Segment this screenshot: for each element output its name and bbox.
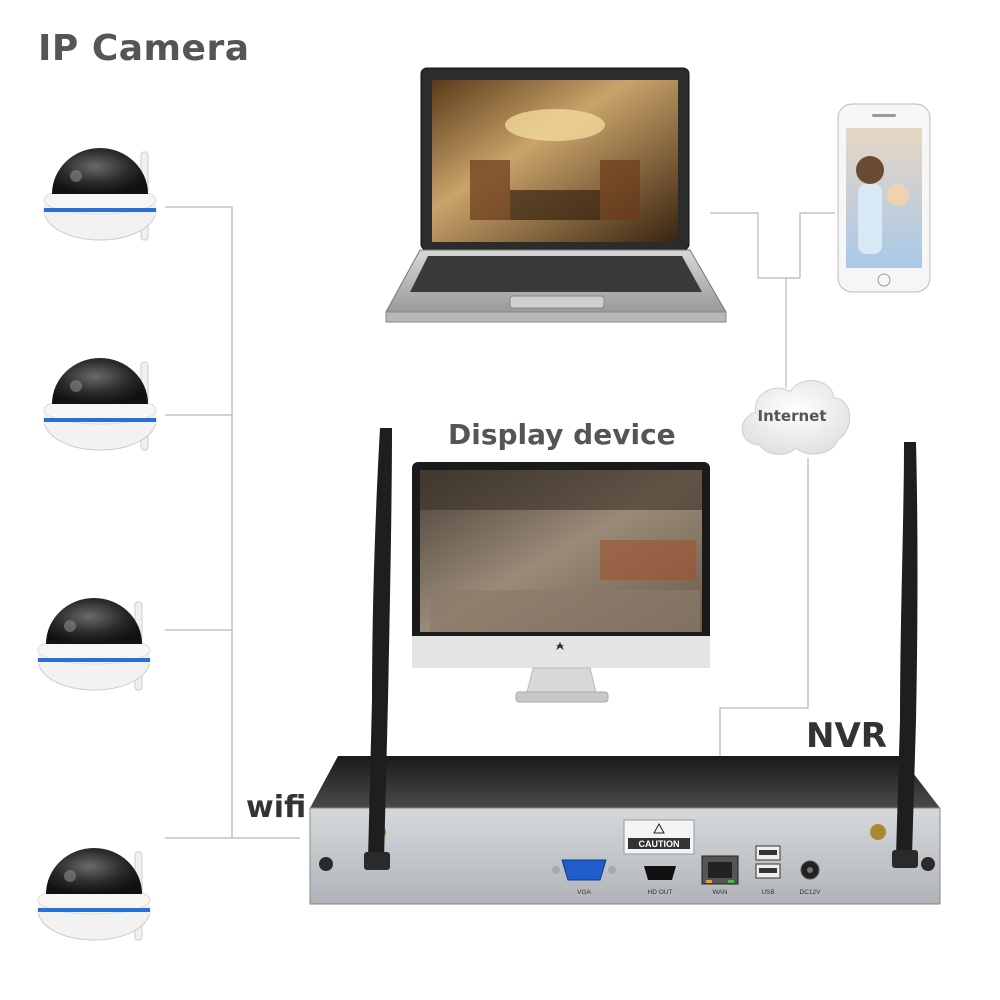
wan-port-label: WAN <box>713 889 728 896</box>
dome-camera-4 <box>37 848 151 941</box>
laptop <box>385 67 727 323</box>
hdmi-port-label: HD OUT <box>648 889 673 896</box>
nvr-antenna-right <box>892 442 918 868</box>
camera-wifi-lines <box>165 206 300 839</box>
nvr-label: NVR <box>806 716 887 756</box>
caution-label: CAUTION <box>639 839 680 849</box>
nvr-antenna-left <box>364 428 392 870</box>
nvr-device <box>309 756 941 905</box>
display-monitor <box>412 462 710 703</box>
wifi-label: wifi <box>246 790 307 825</box>
dome-camera-2 <box>43 358 157 451</box>
vga-port-label: VGA <box>577 889 591 896</box>
usb-port-label: USB <box>761 889 774 896</box>
dome-camera-3 <box>37 598 151 691</box>
smartphone <box>837 103 931 293</box>
internet-label: Internet <box>757 407 826 425</box>
display-device-label: Display device <box>448 418 676 451</box>
dc-port-label: DC12V <box>800 889 822 896</box>
ip-camera-title: IP Camera <box>38 28 250 69</box>
internet-cloud <box>741 380 851 455</box>
dome-camera-1 <box>43 148 157 241</box>
